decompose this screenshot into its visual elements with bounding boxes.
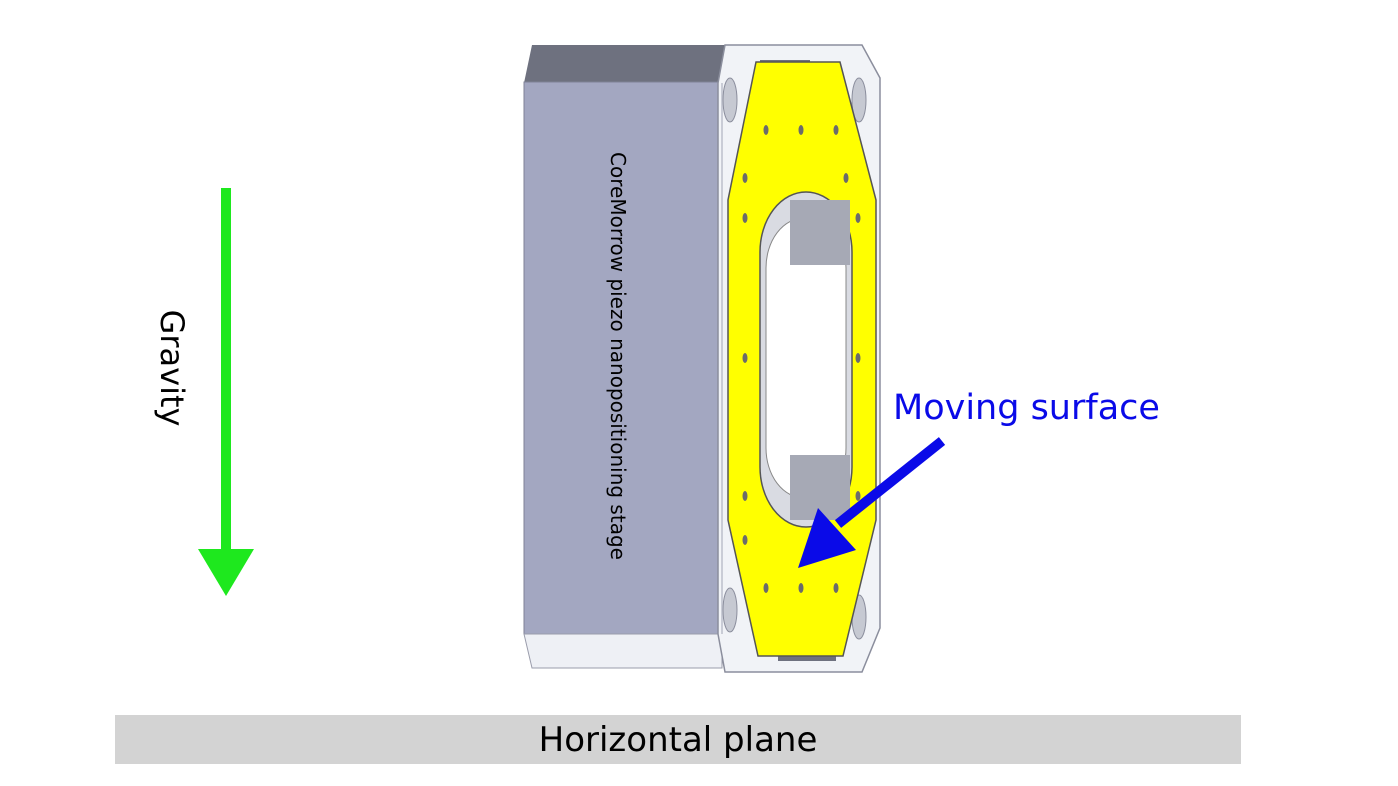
moving-surface-label: Moving surface [893, 388, 1160, 428]
horizontal-plane: Horizontal plane [115, 715, 1241, 764]
gravity-arrow [198, 188, 254, 596]
moving-surface-arrow [798, 437, 946, 568]
moving-plate [727, 61, 877, 657]
frame-hole [851, 77, 867, 123]
frame-hole [722, 587, 738, 633]
horizontal-plane-label: Horizontal plane [538, 719, 818, 760]
gravity-label: Gravity [153, 309, 191, 427]
stage-label: CoreMorrow piezo nanopositioning stage [606, 152, 630, 560]
frame-hole [722, 77, 738, 123]
